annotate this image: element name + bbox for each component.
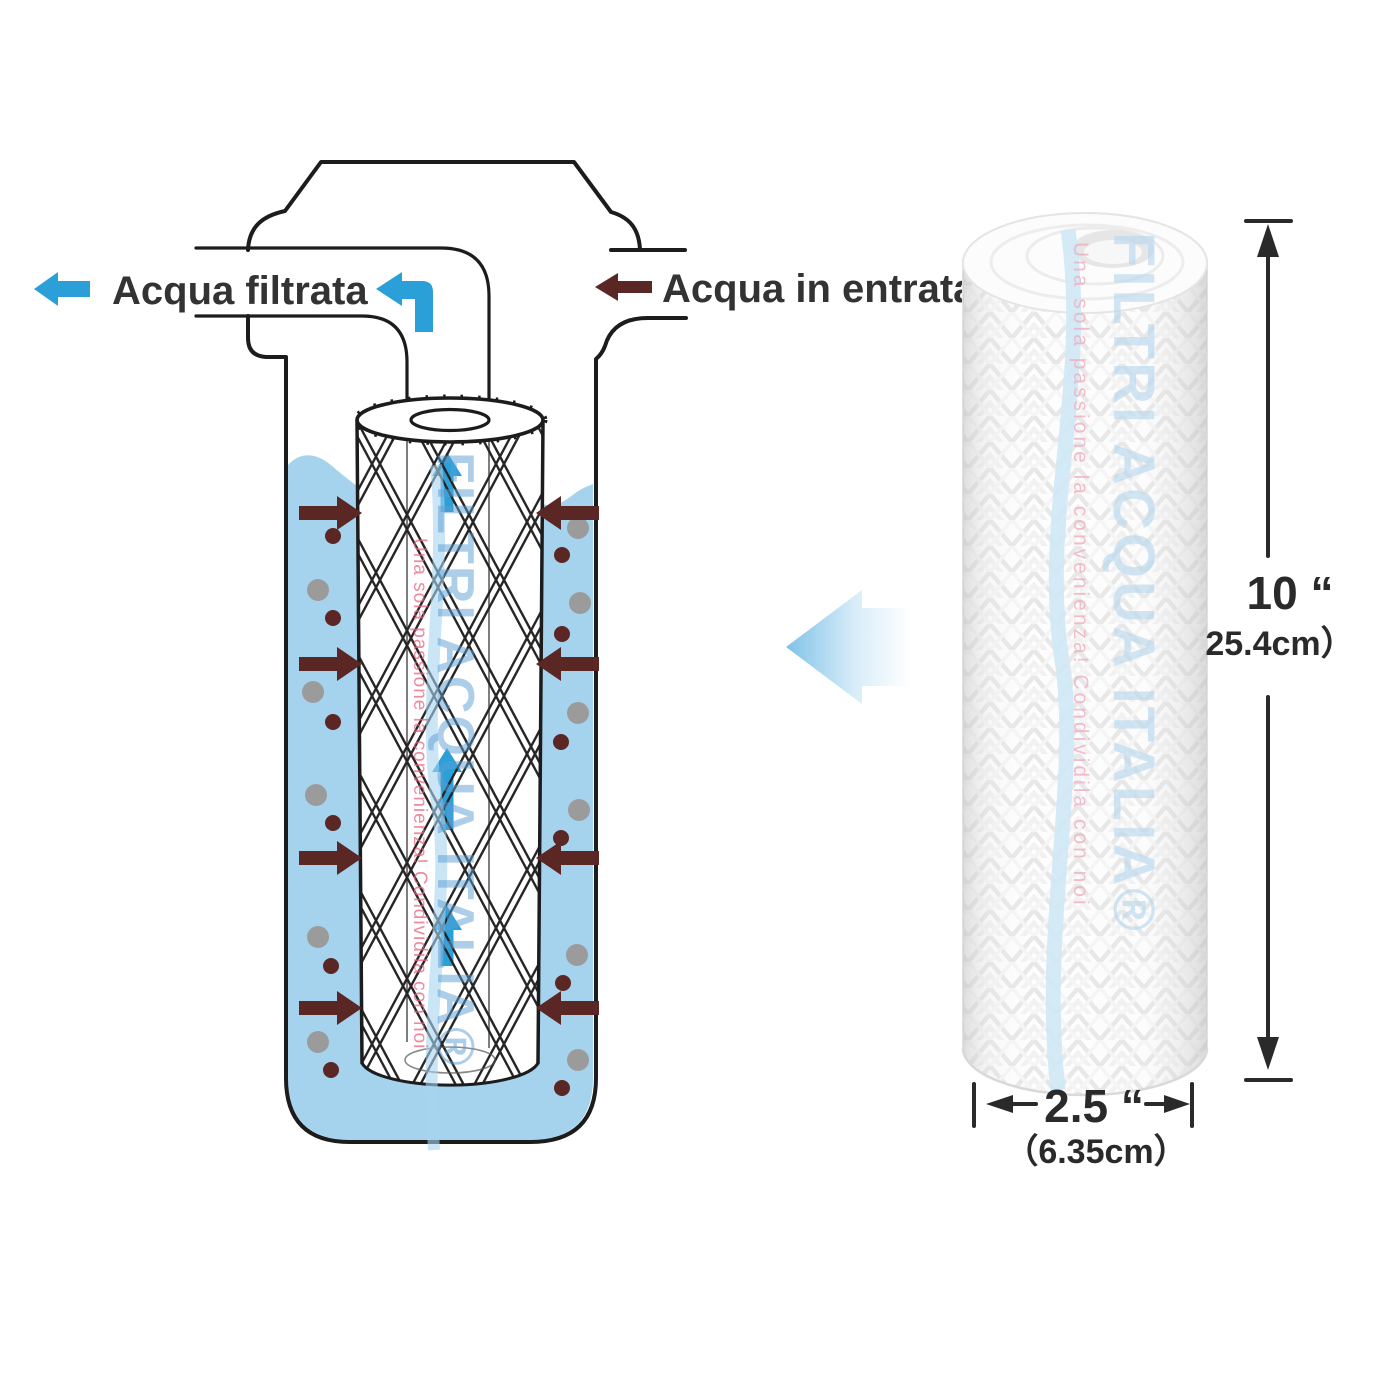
- width-cm-text: （6.35cm）: [1004, 1132, 1187, 1171]
- inlet-flow-label: Acqua in entrata: [595, 267, 976, 311]
- dimension-annotations: 10 “ 25.4cm） 2.5 “ （6.35cm）: [972, 219, 1355, 1171]
- housing-outline: [246, 160, 688, 1144]
- watermark-tagline-text: Una sola passione la convenienza! Condiv…: [1069, 242, 1092, 908]
- cartridge-shading: [963, 213, 1207, 1095]
- mesh-wrap: [357, 421, 543, 1086]
- cartridge-cutaway: [352, 394, 548, 1087]
- watermark-swoosh: [425, 464, 448, 1151]
- filter-housing-diagram: FILTRI ACQUA ITALIA® Una sola passione l…: [34, 160, 976, 1151]
- watermark-brand-text: FILTRI ACQUA ITALIA®: [426, 452, 484, 1068]
- height-cm-text: 25.4cm）: [1205, 624, 1354, 663]
- inlet-arrow-icon: [595, 273, 652, 301]
- width-dimension: 2.5 “ （6.35cm）: [972, 1080, 1194, 1171]
- cartridge-rim-ticks: [352, 394, 548, 446]
- inlet-label-text: Acqua in entrata: [662, 267, 976, 311]
- height-inches-text: 10 “: [1247, 567, 1334, 619]
- outlet-arrow-icon: [34, 272, 90, 306]
- outlet-elbow-arrow: [376, 272, 433, 332]
- center-tube-passage: [194, 246, 491, 436]
- outlet-label-text: Acqua filtrata: [112, 269, 368, 313]
- watermark-left: FILTRI ACQUA ITALIA® Una sola passione l…: [409, 452, 484, 1151]
- height-dimension: 10 “ 25.4cm）: [1205, 219, 1355, 1082]
- product-photo: FILTRI ACQUA ITALIA® Una sola passione l…: [961, 212, 1209, 1097]
- cartridge-edges: [355, 419, 545, 1087]
- watermark-right: FILTRI ACQUA ITALIA® Una sola passione l…: [1045, 228, 1166, 1091]
- impurity-dots-gray: [302, 517, 591, 1071]
- inlet-flow-arrows: [299, 496, 599, 1025]
- cartridge-core-hole: [409, 407, 491, 433]
- outlet-flow-label: Acqua filtrata: [34, 269, 368, 313]
- impurity-dots-maroon: [323, 528, 571, 1096]
- watermark-tagline-text: Una sola passione la convenienza! Condiv…: [409, 538, 430, 1049]
- housing-cap: [246, 160, 642, 252]
- direction-arrow-large: [786, 590, 910, 704]
- width-inches-text: 2.5 “: [1044, 1080, 1144, 1132]
- watermark-swoosh: [1045, 228, 1082, 1091]
- watermark-brand-text: FILTRI ACQUA ITALIA®: [1101, 232, 1166, 934]
